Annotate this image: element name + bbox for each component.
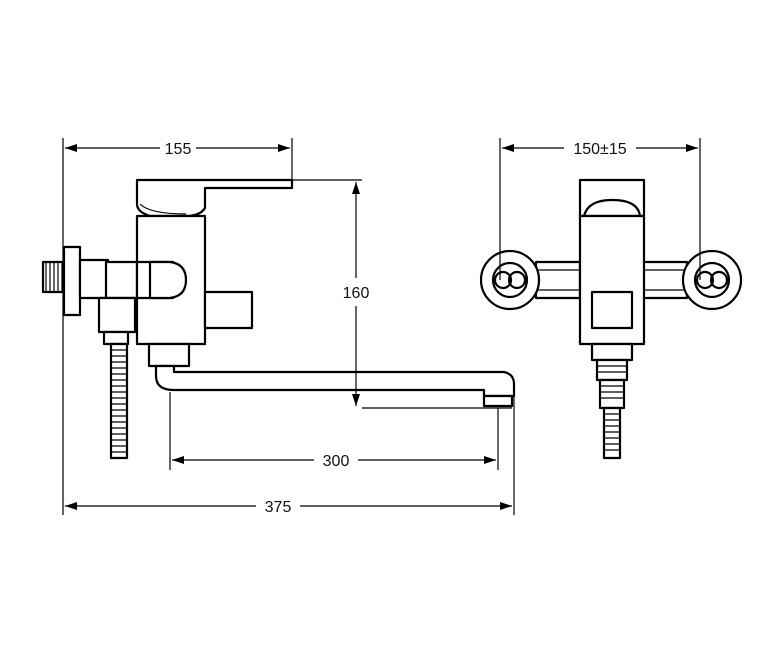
dim-label-155: 155 xyxy=(165,141,192,158)
dim-label-150-15: 150±15 xyxy=(573,141,626,158)
left-eccentric xyxy=(479,249,541,311)
wall-flange xyxy=(62,245,82,317)
dim-label-375: 375 xyxy=(265,499,292,516)
dimension-lines-front xyxy=(499,138,701,280)
dimension-lines-side xyxy=(62,138,515,515)
shower-hose xyxy=(109,342,129,460)
front-diverter xyxy=(590,290,634,330)
eccentric-connector xyxy=(78,258,110,300)
side-view xyxy=(41,178,516,460)
lever-handle xyxy=(135,178,294,218)
dim-label-160: 160 xyxy=(343,285,370,302)
spout xyxy=(154,364,516,398)
front-view xyxy=(479,178,743,460)
diverter-box xyxy=(203,290,254,330)
spout-collar xyxy=(147,342,191,368)
right-eccentric xyxy=(681,249,743,311)
wall-thread xyxy=(41,260,67,294)
shower-outlet xyxy=(97,296,137,334)
front-lever xyxy=(578,178,646,218)
dim-label-300: 300 xyxy=(323,453,350,470)
